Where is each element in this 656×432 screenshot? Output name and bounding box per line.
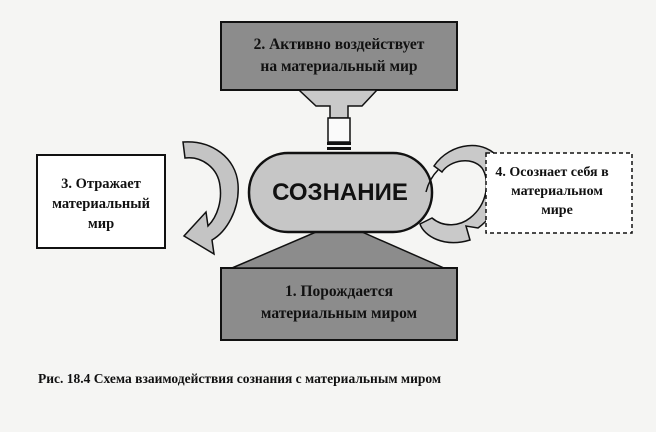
box-left-line3: мир xyxy=(88,216,114,232)
box-top-line2: на материальный мир xyxy=(260,58,417,75)
arrow-up-from-matter xyxy=(231,231,445,269)
box-top-line1: 2. Активно воздействует xyxy=(254,36,425,53)
box-right-line2: материальном xyxy=(511,184,603,199)
box-actively-influences: 2. Активно воздействует на материальный … xyxy=(220,21,458,91)
box-reflects-matter: 3. Отражает материальный мир xyxy=(36,154,166,249)
consciousness-label: СОЗНАНИЕ xyxy=(272,179,408,206)
box-right-line3: мире xyxy=(541,203,573,218)
consciousness-node: СОЗНАНИЕ xyxy=(247,151,434,234)
box-left-line2: материальный xyxy=(52,196,150,212)
reflection-arrow xyxy=(182,141,239,256)
box-generated-by-matter: 1. Порождается материальным миром xyxy=(220,267,458,341)
arrow-up-to-matter xyxy=(297,89,379,150)
box-bottom-line2: материальным миром xyxy=(261,305,418,322)
box-left-line1: 3. Отражает xyxy=(61,176,141,192)
box-self-aware: 4. Осознает себя в материальном мире xyxy=(485,152,633,234)
box-right-line1: 4. Осознает себя в xyxy=(495,165,609,180)
box-bottom-line1: 1. Порождается xyxy=(285,283,393,300)
figure-caption: Рис. 18.4 Схема взаимодействия сознания … xyxy=(38,371,442,386)
